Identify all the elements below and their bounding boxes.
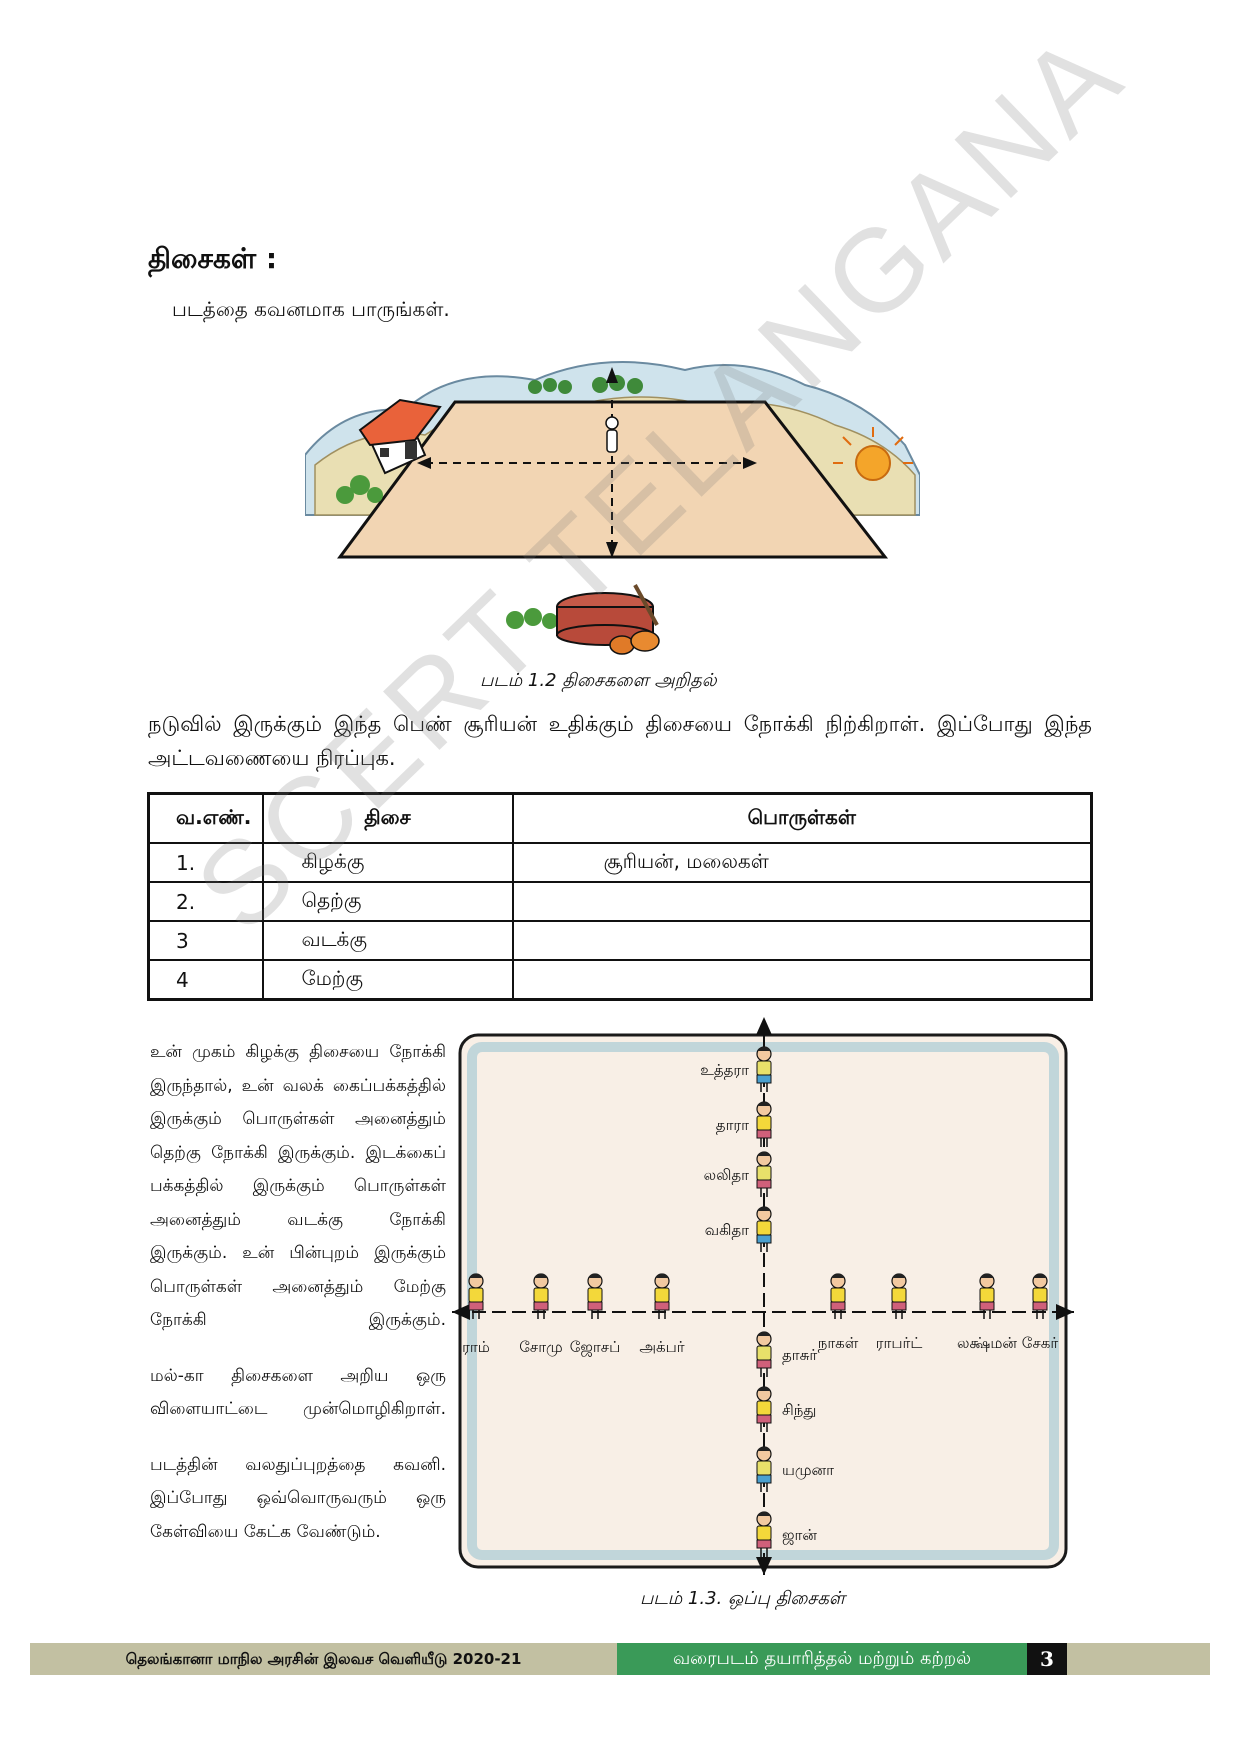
child-name-label: உத்தரா xyxy=(700,1061,749,1079)
child-figure xyxy=(756,1446,772,1492)
figure1-caption: படம் 1.2 திசைகளை அறிதல் xyxy=(480,670,717,691)
cell-direction: மேற்கு xyxy=(261,959,514,1001)
footer-bar-end xyxy=(1067,1643,1210,1675)
east-arrow-icon xyxy=(1056,1304,1074,1320)
footer-chapter-title: வரைபடம் தயாரித்தல் மற்றும் கற்றல் xyxy=(617,1643,1027,1675)
child-name-label: ஜோசப் xyxy=(570,1338,620,1357)
horizontal-name-labels: ராம் சோமு ஜோசப் அக்பர் நாகள் ராபர்ட் லக்ஷ்மன் ச… xyxy=(462,1334,1058,1357)
child-name-label: லக்ஷ்மன் xyxy=(957,1334,1017,1352)
child-name-label: ஜான் xyxy=(782,1526,817,1545)
figure-directions-field xyxy=(305,361,920,655)
child-figure xyxy=(756,1101,772,1147)
table-row: 2. தெற்கு xyxy=(147,881,1093,922)
cell-serial: 2. xyxy=(147,881,264,922)
child-name-label: சிந்து xyxy=(782,1401,816,1419)
intro-text: படத்தை கவனமாக பாருங்கள். xyxy=(172,297,450,321)
child-name-label: ராம் xyxy=(462,1338,490,1356)
west-arrow-icon xyxy=(452,1304,470,1320)
footer-publisher: தெலங்கானா மாநில அரசின் இலவச வெளியீடு 202… xyxy=(30,1643,617,1675)
figure-relative-directions: உத்தரா தாரா லலிதா வகிதா தாசுர் சிந்து யமுனா ஜான… xyxy=(452,1017,1074,1575)
page-number: 3 xyxy=(1027,1643,1067,1675)
house-illustration xyxy=(358,398,442,475)
side-paragraph-2: மல்-கா திசைகளை அறிய ஒரு விளையாட்டை முன்ம… xyxy=(150,1365,446,1420)
child-name-label: சோமு xyxy=(519,1338,562,1356)
child-name-label: தாரா xyxy=(716,1116,749,1134)
playground-field xyxy=(337,400,889,559)
table-header-row: வ.எண். திசை பொருள்கள் xyxy=(147,792,1093,844)
side-paragraph-3: படத்தின் வலதுப்புறத்தை கவனி. இப்போது ஒவ்… xyxy=(150,1454,446,1542)
cell-objects[interactable]: சூரியன், மலைகள் xyxy=(511,842,1093,883)
cell-serial: 1. xyxy=(147,842,264,883)
child-figure xyxy=(830,1273,846,1319)
child-name-label: லலிதா xyxy=(704,1166,750,1184)
cell-serial: 4 xyxy=(147,959,264,1001)
child-figure xyxy=(756,1151,772,1197)
table-row: 1. கிழக்கு சூரியன், மலைகள் xyxy=(147,842,1093,883)
side-text: உன் முகம் கிழக்கு திசையை நோக்கி இருந்தால… xyxy=(150,1036,446,1571)
child-name-label: வகிதா xyxy=(705,1221,749,1239)
cell-serial: 3 xyxy=(147,920,264,961)
child-name-label: அக்பர் xyxy=(639,1338,684,1356)
figure2-caption: படம் 1.3. ஒப்பு திசைகள் xyxy=(640,1588,846,1609)
header-objects: பொருள்கள் xyxy=(511,792,1093,844)
table-row: 4 மேற்கு xyxy=(147,959,1093,1001)
child-name-label: சேகர் xyxy=(1022,1334,1059,1352)
directions-table: வ.எண். திசை பொருள்கள் 1. கிழக்கு சூரியன்… xyxy=(147,792,1093,1001)
girl-figure xyxy=(605,416,619,453)
child-name-label: ராபர்ட் xyxy=(876,1334,923,1352)
cell-direction: கிழக்கு xyxy=(261,842,514,883)
header-serial: வ.எண். xyxy=(147,792,264,844)
cell-objects[interactable] xyxy=(511,881,1093,922)
child-name-label: தாசுர் xyxy=(782,1346,817,1364)
child-name-label: நாகள் xyxy=(818,1334,859,1352)
child-figure xyxy=(756,1331,772,1377)
child-figure xyxy=(587,1273,603,1319)
cell-objects[interactable] xyxy=(511,920,1093,961)
well-illustration xyxy=(556,584,660,655)
child-figure xyxy=(654,1273,670,1319)
north-arrow-icon xyxy=(756,1017,772,1035)
table-row: 3 வடக்கு xyxy=(147,920,1093,961)
instruction-paragraph: நடுவில் இருக்கும் இந்த பெண் சூரியன் உதிக… xyxy=(148,712,1092,770)
child-figure xyxy=(1032,1273,1048,1319)
children-figures xyxy=(468,1046,1048,1557)
child-figure xyxy=(756,1206,772,1252)
child-figure xyxy=(468,1273,484,1319)
cell-direction: வடக்கு xyxy=(261,920,514,961)
child-name-label: யமுனா xyxy=(782,1461,834,1479)
side-paragraph-1: உன் முகம் கிழக்கு திசையை நோக்கி இருந்தால… xyxy=(150,1042,446,1330)
cell-direction: தெற்கு xyxy=(261,881,514,922)
cell-objects[interactable] xyxy=(511,959,1093,1001)
child-figure xyxy=(979,1273,995,1319)
child-figure xyxy=(533,1273,549,1319)
child-figure xyxy=(756,1511,772,1557)
south-arrow-icon xyxy=(756,1557,772,1575)
sun-illustration xyxy=(833,427,913,481)
vertical-name-labels: உத்தரா தாரா லலிதா வகிதா தாசுர் சிந்து யமுனா ஜான… xyxy=(700,1061,834,1545)
section-title: திசைகள் : xyxy=(148,242,278,275)
header-direction: திசை xyxy=(261,792,514,844)
child-figure xyxy=(891,1273,907,1319)
child-figure xyxy=(756,1046,772,1092)
child-figure xyxy=(756,1386,772,1432)
